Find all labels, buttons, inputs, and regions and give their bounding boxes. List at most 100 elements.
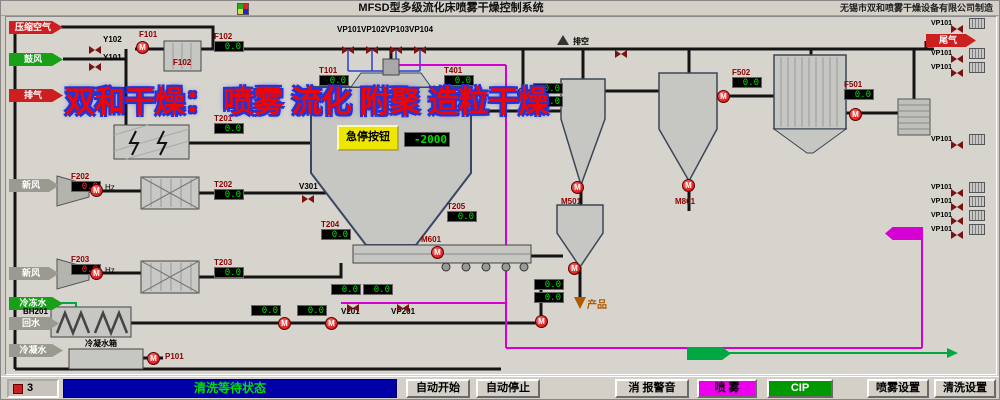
filter-box xyxy=(969,196,985,207)
title-bar: MFSD型多级流化床喷雾干燥控制系统 无锡市双和喷雾干燥设备有限公司制造 xyxy=(1,1,999,16)
filter-box xyxy=(969,224,985,235)
wash-settings-button[interactable]: 清洗设置 xyxy=(934,379,996,398)
stream-arrow: 尾气 xyxy=(926,34,976,47)
valve-icon[interactable] xyxy=(951,136,963,149)
display-label: F501 xyxy=(844,80,863,89)
stream-arrow: 新风 xyxy=(9,267,59,280)
stream-arrow: 鼓风 xyxy=(9,53,63,66)
unit-label: Hz xyxy=(105,183,115,192)
tag-label: VP104 xyxy=(409,25,434,34)
tag-label: 排空 xyxy=(573,37,589,46)
value-display: 0.0 xyxy=(732,77,762,88)
pump-icon[interactable]: M xyxy=(535,315,548,328)
tag-label: M801 xyxy=(675,197,696,206)
valve-icon[interactable] xyxy=(951,226,963,239)
valve-icon[interactable] xyxy=(951,20,963,33)
valve-icon[interactable] xyxy=(89,41,101,54)
tag-label: VP101 xyxy=(931,136,953,143)
tag-label: F101 xyxy=(139,30,158,39)
display-label: T203 xyxy=(214,258,233,267)
valve-icon[interactable] xyxy=(951,198,963,211)
pump-icon[interactable]: M xyxy=(325,317,338,330)
spray-settings-button[interactable]: 喷雾设置 xyxy=(867,379,929,398)
stream-arrow xyxy=(687,347,731,360)
valve-icon[interactable] xyxy=(342,41,354,54)
display-label: F502 xyxy=(732,68,751,77)
display-label: F102 xyxy=(214,32,233,41)
display-label: F203 xyxy=(71,255,90,264)
emergency-stop-button[interactable]: 急停按钮 xyxy=(337,125,399,151)
stream-arrow: 冷冻水 xyxy=(9,297,63,310)
mute-alarm-button[interactable]: 消 报警音 xyxy=(615,379,689,398)
pump-icon[interactable]: M xyxy=(568,262,581,275)
display-label: T101 xyxy=(319,66,338,75)
stream-arrow xyxy=(885,227,923,240)
pump-icon[interactable]: M xyxy=(849,108,862,121)
pump-icon[interactable]: M xyxy=(136,41,149,54)
tag-label: VP101 xyxy=(931,20,953,27)
valve-icon[interactable] xyxy=(366,41,378,54)
valve-icon[interactable] xyxy=(347,299,359,312)
filter-box xyxy=(969,210,985,221)
valve-icon[interactable] xyxy=(615,45,627,58)
pump-icon[interactable]: M xyxy=(717,90,730,103)
value-display: 0.0 xyxy=(534,292,564,303)
spray-button[interactable]: 喷 雾 xyxy=(697,379,757,398)
valve-icon[interactable] xyxy=(302,190,314,203)
tag-label: Y102 xyxy=(103,35,122,44)
app-icon xyxy=(237,3,249,15)
filter-box xyxy=(969,48,985,59)
value-display: 0.0 xyxy=(321,229,351,240)
tag-label: 产品 xyxy=(587,300,607,311)
tag-label: VP102 xyxy=(361,25,386,34)
page-indicator: 3 xyxy=(7,379,59,398)
value-display: 0.0 xyxy=(331,284,361,295)
value-display: 0.0 xyxy=(251,305,281,316)
value-display: 0.0 xyxy=(533,83,563,94)
auto-stop-button[interactable]: 自动停止 xyxy=(476,379,540,398)
display-label: T401 xyxy=(444,66,463,75)
pump-icon[interactable]: M xyxy=(147,352,160,365)
auto-start-button[interactable]: 自动开始 xyxy=(406,379,470,398)
pump-icon[interactable]: M xyxy=(682,179,695,192)
valve-icon[interactable] xyxy=(951,212,963,225)
pump-icon[interactable]: M xyxy=(90,267,103,280)
valve-icon[interactable] xyxy=(390,41,402,54)
value-display: 0.0 xyxy=(214,41,244,52)
tag-label: VP101 xyxy=(337,25,362,34)
value-display: 0.0 xyxy=(214,123,244,134)
pump-icon[interactable]: M xyxy=(431,246,444,259)
tag-label: V301 xyxy=(299,182,318,191)
unit-label: Hz xyxy=(105,266,115,275)
display-label: T204 xyxy=(321,220,340,229)
stream-arrow: 冷凝水 xyxy=(9,344,63,357)
display-label: T202 xyxy=(214,180,233,189)
stream-arrow: 新风 xyxy=(9,179,59,192)
tag-label: VP103 xyxy=(385,25,410,34)
valve-icon[interactable] xyxy=(414,41,426,54)
pump-icon[interactable]: M xyxy=(571,181,584,194)
pump-icon[interactable]: M xyxy=(517,87,530,100)
pump-icon[interactable]: M xyxy=(278,317,291,330)
tag-label: V201 xyxy=(341,307,360,316)
tag-label: VP101 xyxy=(931,198,953,205)
valve-icon[interactable] xyxy=(397,299,409,312)
tag-label: F102 xyxy=(173,58,192,67)
tag-label: 冷凝水箱 xyxy=(85,339,117,348)
valve-icon[interactable] xyxy=(951,184,963,197)
window-title: MFSD型多级流化床喷雾干燥控制系统 xyxy=(358,2,544,14)
valve-icon[interactable] xyxy=(89,58,101,71)
tag-label: VP101 xyxy=(931,212,953,219)
pump-icon[interactable]: M xyxy=(90,184,103,197)
tag-label: M601 xyxy=(421,235,442,244)
tag-label: BH201 xyxy=(23,307,48,316)
stream-arrow: 回水 xyxy=(9,317,59,330)
stream-arrow: 排气 xyxy=(9,89,63,102)
value-display: 0.0 xyxy=(534,279,564,290)
valve-icon[interactable] xyxy=(951,50,963,63)
cip-button[interactable]: CIP xyxy=(767,379,833,398)
valve-icon[interactable] xyxy=(951,64,963,77)
